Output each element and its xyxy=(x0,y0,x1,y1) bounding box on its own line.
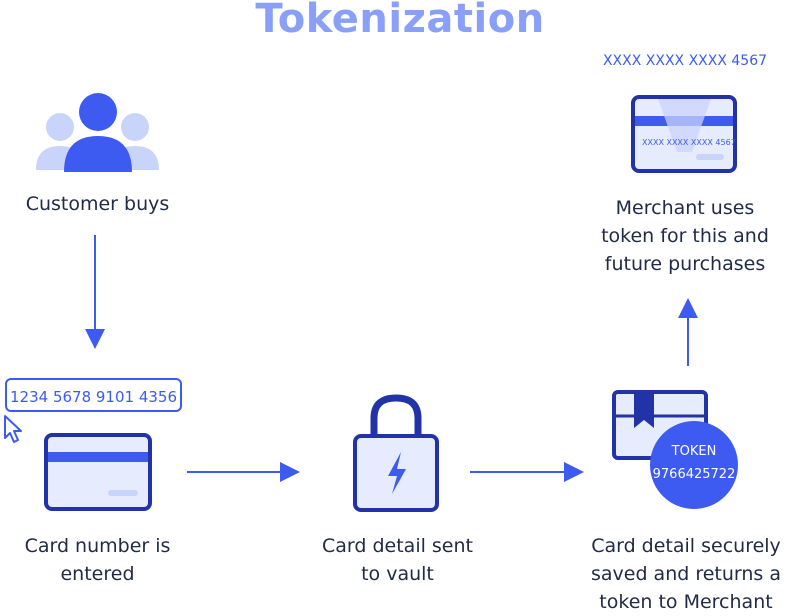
credit-card-icon xyxy=(44,433,152,511)
card-number-input: 1234 5678 9101 4356 xyxy=(5,378,182,412)
token-circle-icon xyxy=(650,421,738,509)
masked-card-icon xyxy=(631,95,737,173)
step-vault-label: Card detail sent to vault xyxy=(321,535,473,585)
step-merchant-label: Merchant uses token for this and future … xyxy=(601,197,769,275)
step-card-entry-label: Card number is entered xyxy=(24,535,171,585)
card-masked-number: XXXX XXXX XXXX 4567 xyxy=(642,138,736,147)
customers-group-icon xyxy=(36,93,159,172)
token-value: 9766425722 xyxy=(652,467,736,482)
padlock-lightning-icon xyxy=(353,394,439,512)
page-title: Tokenization xyxy=(255,0,545,42)
masked-card-number: XXXX XXXX XXXX 4567 xyxy=(602,53,768,69)
token-label: TOKEN xyxy=(671,444,717,459)
step-saved-label: Card detail securely saved and returns a… xyxy=(590,535,782,613)
step-customer-label: Customer buys xyxy=(25,193,170,215)
pointer-cursor-icon xyxy=(4,415,22,443)
